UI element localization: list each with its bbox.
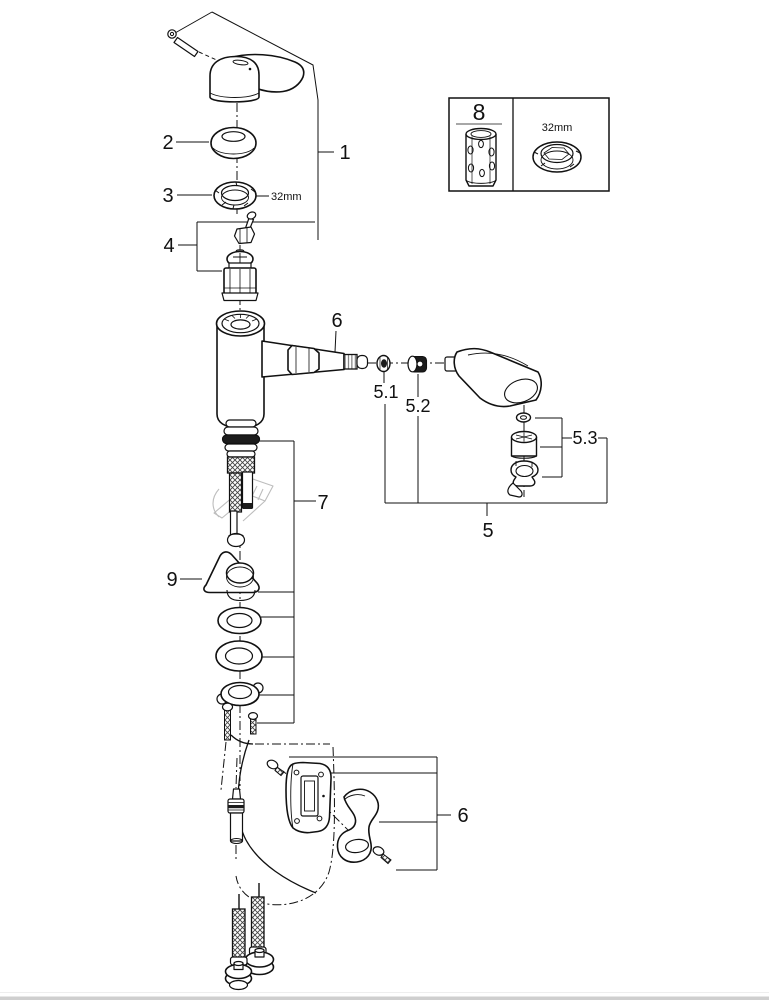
socket-tool (465, 127, 497, 187)
spray-aerator (510, 430, 538, 459)
callout-6-spout: 6 (331, 310, 342, 332)
hose-nipple (343, 353, 358, 370)
shank-thread (226, 456, 256, 474)
pullout-spray-head (444, 347, 542, 408)
spray-o-ring (515, 412, 532, 423)
callout-5-2: 5.2 (405, 396, 430, 416)
mounting-screw-right (247, 711, 259, 735)
callout-5: 5 (482, 520, 493, 542)
callout-5-1: 5.1 (373, 382, 398, 402)
cartridge (221, 249, 259, 302)
cartridge-adapter (233, 226, 256, 245)
mounting-flange (216, 681, 264, 707)
spray-rest-holder (336, 788, 380, 863)
hose-ball-end (226, 532, 246, 548)
washer-1 (217, 606, 262, 635)
supply-hose-right (244, 883, 275, 976)
hose-loop-guide (230, 734, 317, 894)
ring-nut-32mm (213, 181, 257, 210)
callout-8: 8 (473, 99, 486, 125)
leader-6-spout (334, 330, 337, 353)
mounting-triangle-bracket (203, 551, 260, 602)
service-tool-box (448, 97, 610, 192)
bracket-4 (178, 221, 315, 272)
check-valve-5-2 (407, 355, 428, 373)
callout-6-holder: 6 (457, 805, 468, 827)
ring-size-note: 32mm (271, 191, 302, 203)
supply-hoses-upper (226, 471, 254, 548)
bracket-1 (174, 11, 334, 240)
washer-2 (215, 640, 263, 672)
callout-4: 4 (163, 235, 174, 257)
bracket-6-holder (289, 756, 451, 871)
bracket-7 (257, 440, 316, 724)
wall-holder-bracket (285, 761, 332, 834)
tool-ring-nut (532, 141, 582, 173)
holder-screw-bottom (372, 846, 392, 865)
leader-3 (177, 194, 269, 197)
callout-7: 7 (317, 492, 328, 514)
callout-5-3: 5.3 (572, 428, 597, 448)
tool-ring-size-note: 32mm (542, 122, 573, 134)
bracket-5 (383, 372, 608, 516)
supply-hose-left (224, 894, 253, 991)
escutcheon-cap (210, 126, 257, 160)
check-valve-connector (227, 788, 245, 844)
spray-flow-clip (507, 460, 539, 498)
callout-9: 9 (166, 569, 177, 591)
callout-1: 1 (339, 142, 350, 164)
shank-o-ring (221, 434, 261, 445)
body-shank (221, 419, 261, 474)
footer-bar (0, 996, 769, 1000)
callout-lines (174, 11, 608, 871)
callout-labels: 1 2 3 32mm 4 6 5.1 5.2 5.3 5 7 9 6 8 32m… (162, 99, 597, 827)
footer-strip (0, 992, 769, 1000)
callout-3: 3 (162, 185, 173, 207)
handle-fixing-screw (167, 29, 199, 58)
holder-screw-top (266, 759, 285, 777)
lever-handle (209, 53, 305, 103)
coupling-nut-5-1 (376, 354, 391, 373)
callout-2: 2 (162, 132, 173, 154)
mounting-screw-left (221, 702, 234, 741)
